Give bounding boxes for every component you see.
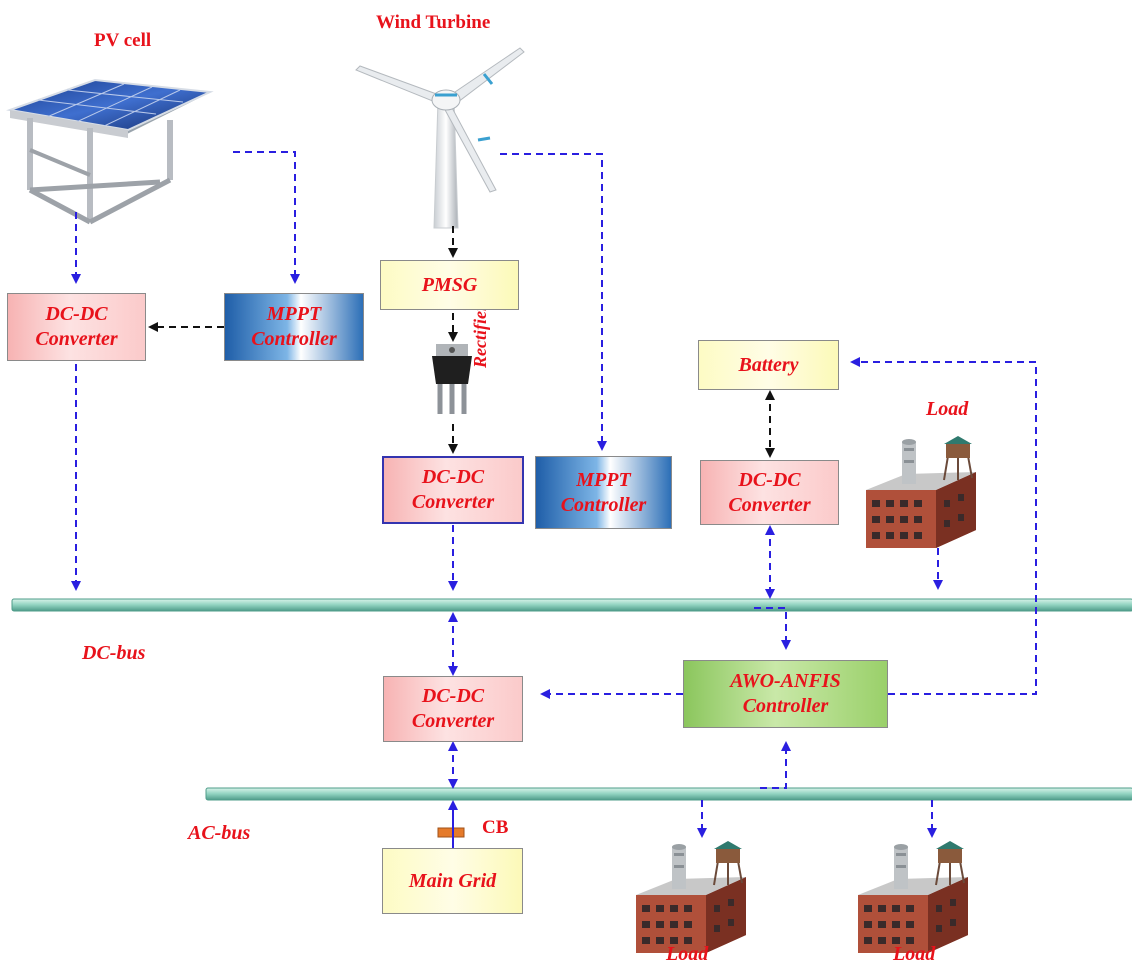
wind-turbine-label: Wind Turbine xyxy=(376,12,490,34)
rectifier-icon xyxy=(432,344,472,414)
wind-dcdc-line-1: DC-DC xyxy=(412,465,494,490)
factory-icon xyxy=(858,841,968,953)
load-label-top: Load xyxy=(926,398,968,421)
arrow-pv-to-mppt xyxy=(233,152,295,282)
pv-dcdc-line-2: Converter xyxy=(35,327,117,352)
wind-dcdc-line-2: Converter xyxy=(412,490,494,515)
grid-dcdc-line-2: Converter xyxy=(412,709,494,734)
ac-bus-bar xyxy=(206,788,1132,800)
pv-mppt-line-1: MPPT xyxy=(251,302,337,327)
load-label-bottom-2: Load xyxy=(893,943,935,966)
load-label-bottom-1: Load xyxy=(666,943,708,966)
battery-label: Battery xyxy=(739,353,799,378)
solar-panel-icon xyxy=(10,80,210,222)
pmsg-box: PMSG xyxy=(380,260,519,310)
wind-turbine-icon xyxy=(356,48,524,228)
pv-cell-label: PV cell xyxy=(94,30,151,52)
wind-mppt-line-1: MPPT xyxy=(561,468,647,493)
wind-mppt-line-2: Controller xyxy=(561,493,647,518)
arrow-dcbus-to-controller xyxy=(754,608,786,648)
ac-bus-label: AC-bus xyxy=(188,822,250,845)
dc-bus-label: DC-bus xyxy=(82,642,145,665)
battery-box: Battery xyxy=(698,340,839,390)
pv-mppt-line-2: Controller xyxy=(251,327,337,352)
pv-dcdc-line-1: DC-DC xyxy=(35,302,117,327)
grid-dcdc-line-1: DC-DC xyxy=(412,684,494,709)
arrow-acbus-to-controller xyxy=(760,743,786,788)
factory-icon xyxy=(866,436,976,548)
awo-anfis-line-1: AWO-ANFIS xyxy=(730,669,840,694)
battery-dcdc-line-1: DC-DC xyxy=(728,468,810,493)
cb-label: CB xyxy=(482,817,508,839)
battery-dcdc-line-2: Converter xyxy=(728,493,810,518)
pmsg-label: PMSG xyxy=(422,273,478,298)
main-grid-label: Main Grid xyxy=(409,869,496,894)
factory-icon xyxy=(636,841,746,953)
awo-anfis-line-2: Controller xyxy=(730,694,840,719)
main-grid-box: Main Grid xyxy=(382,848,523,914)
dc-bus-bar xyxy=(12,599,1132,611)
cb-icon xyxy=(438,828,464,837)
rectifier-label: Rectifier xyxy=(470,304,491,368)
